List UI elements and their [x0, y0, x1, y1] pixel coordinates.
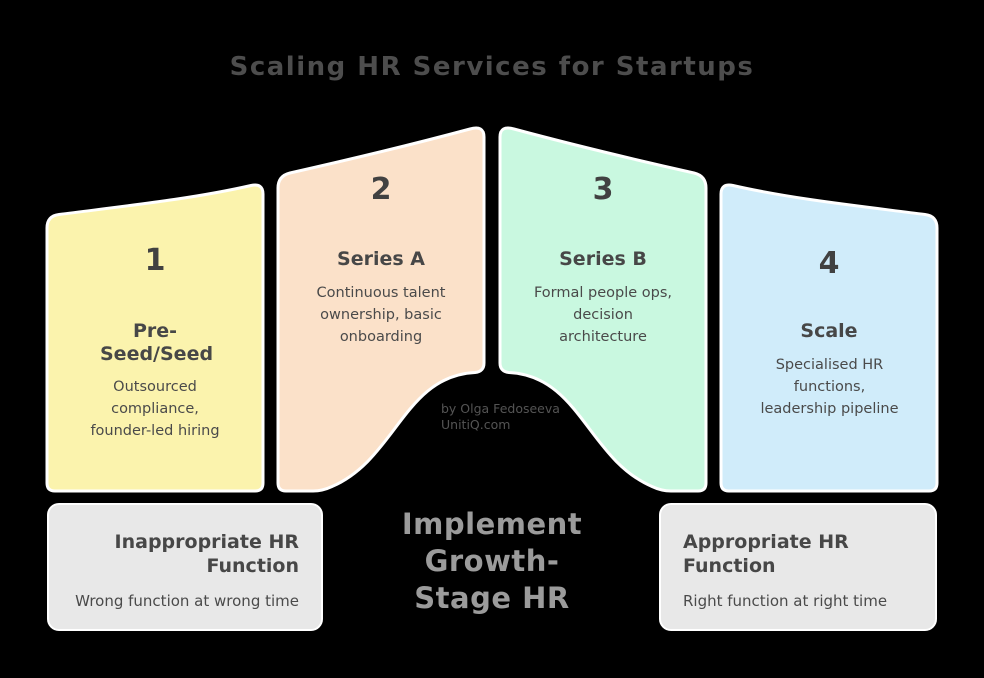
- callout-appropriate-body: Right function at right time: [683, 591, 888, 610]
- stage-panel-2-shape: [276, 126, 486, 493]
- stage-2-number: 2: [370, 172, 392, 207]
- callout-appropriate-heading: Appropriate HR Function: [683, 531, 849, 577]
- stage-1-description: Outsourced compliance, founder-led hirin…: [90, 379, 220, 439]
- stage-4-description: Specialised HR functions, leadership pip…: [760, 357, 899, 417]
- stage-4-number: 4: [818, 246, 840, 281]
- central-message: Implement Growth-Stage HR: [401, 507, 583, 615]
- attribution-author: by Olga Fedoseeva: [441, 401, 560, 416]
- callout-inappropriate: Inappropriate HR Function Wrong function…: [47, 503, 323, 631]
- stage-panel-4-shape: [719, 183, 939, 493]
- stage-1-name: Pre-Seed/Seed: [100, 320, 214, 365]
- page-title: Scaling HR Services for Startups: [229, 52, 755, 82]
- callout-inappropriate-heading: Inappropriate HR Function: [114, 531, 299, 577]
- stage-4-name: Scale: [800, 320, 858, 342]
- stage-panel-3-shape: [498, 126, 708, 493]
- callout-appropriate: Appropriate HR Function Right function a…: [659, 503, 937, 631]
- stage-3-name: Series B: [559, 248, 647, 270]
- stage-3-number: 3: [592, 172, 614, 207]
- attribution: by Olga Fedoseeva UnitiQ.com: [441, 401, 560, 434]
- callout-inappropriate-body: Wrong function at wrong time: [75, 591, 299, 610]
- stage-panel-1-shape: [45, 183, 265, 493]
- stage-3-description: Formal people ops, decision architecture: [533, 285, 673, 345]
- stage-2-name: Series A: [337, 248, 425, 270]
- stage-1-number: 1: [144, 243, 166, 278]
- attribution-site: UnitiQ.com: [441, 417, 511, 433]
- stage-2-description: Continuous talent ownership, basic onboa…: [316, 285, 446, 345]
